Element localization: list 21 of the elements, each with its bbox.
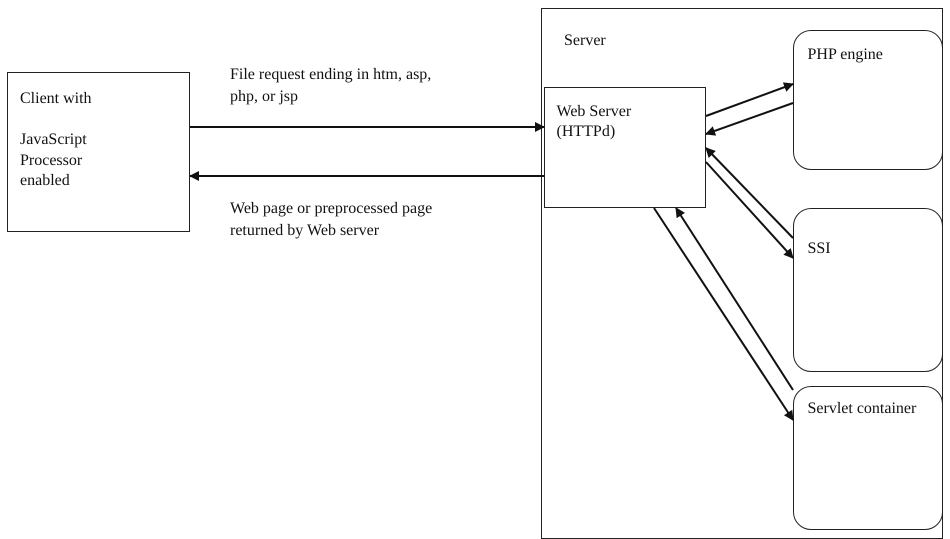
process-box bbox=[792, 386, 942, 530]
arrow bbox=[675, 207, 794, 391]
process-box bbox=[544, 86, 706, 208]
box-label: JavaScript Processor enabled bbox=[20, 130, 88, 192]
box-label: Client with bbox=[20, 89, 93, 109]
arrow bbox=[705, 147, 794, 239]
box-label: SSI bbox=[808, 238, 832, 258]
box-label: Servlet container bbox=[808, 398, 918, 418]
process-box bbox=[7, 72, 190, 232]
box-label: Server bbox=[564, 31, 607, 51]
server-container-box bbox=[541, 8, 943, 539]
process-box bbox=[792, 30, 942, 170]
box-label: PHP engine bbox=[808, 44, 884, 64]
process-box bbox=[792, 208, 942, 372]
arrow bbox=[705, 102, 794, 136]
box-label: Web Server (HTTPd) bbox=[556, 102, 632, 142]
arrow bbox=[706, 82, 794, 117]
arrow bbox=[189, 171, 544, 181]
arrow bbox=[190, 122, 545, 132]
arrow bbox=[705, 161, 794, 259]
arrow bbox=[653, 207, 794, 421]
